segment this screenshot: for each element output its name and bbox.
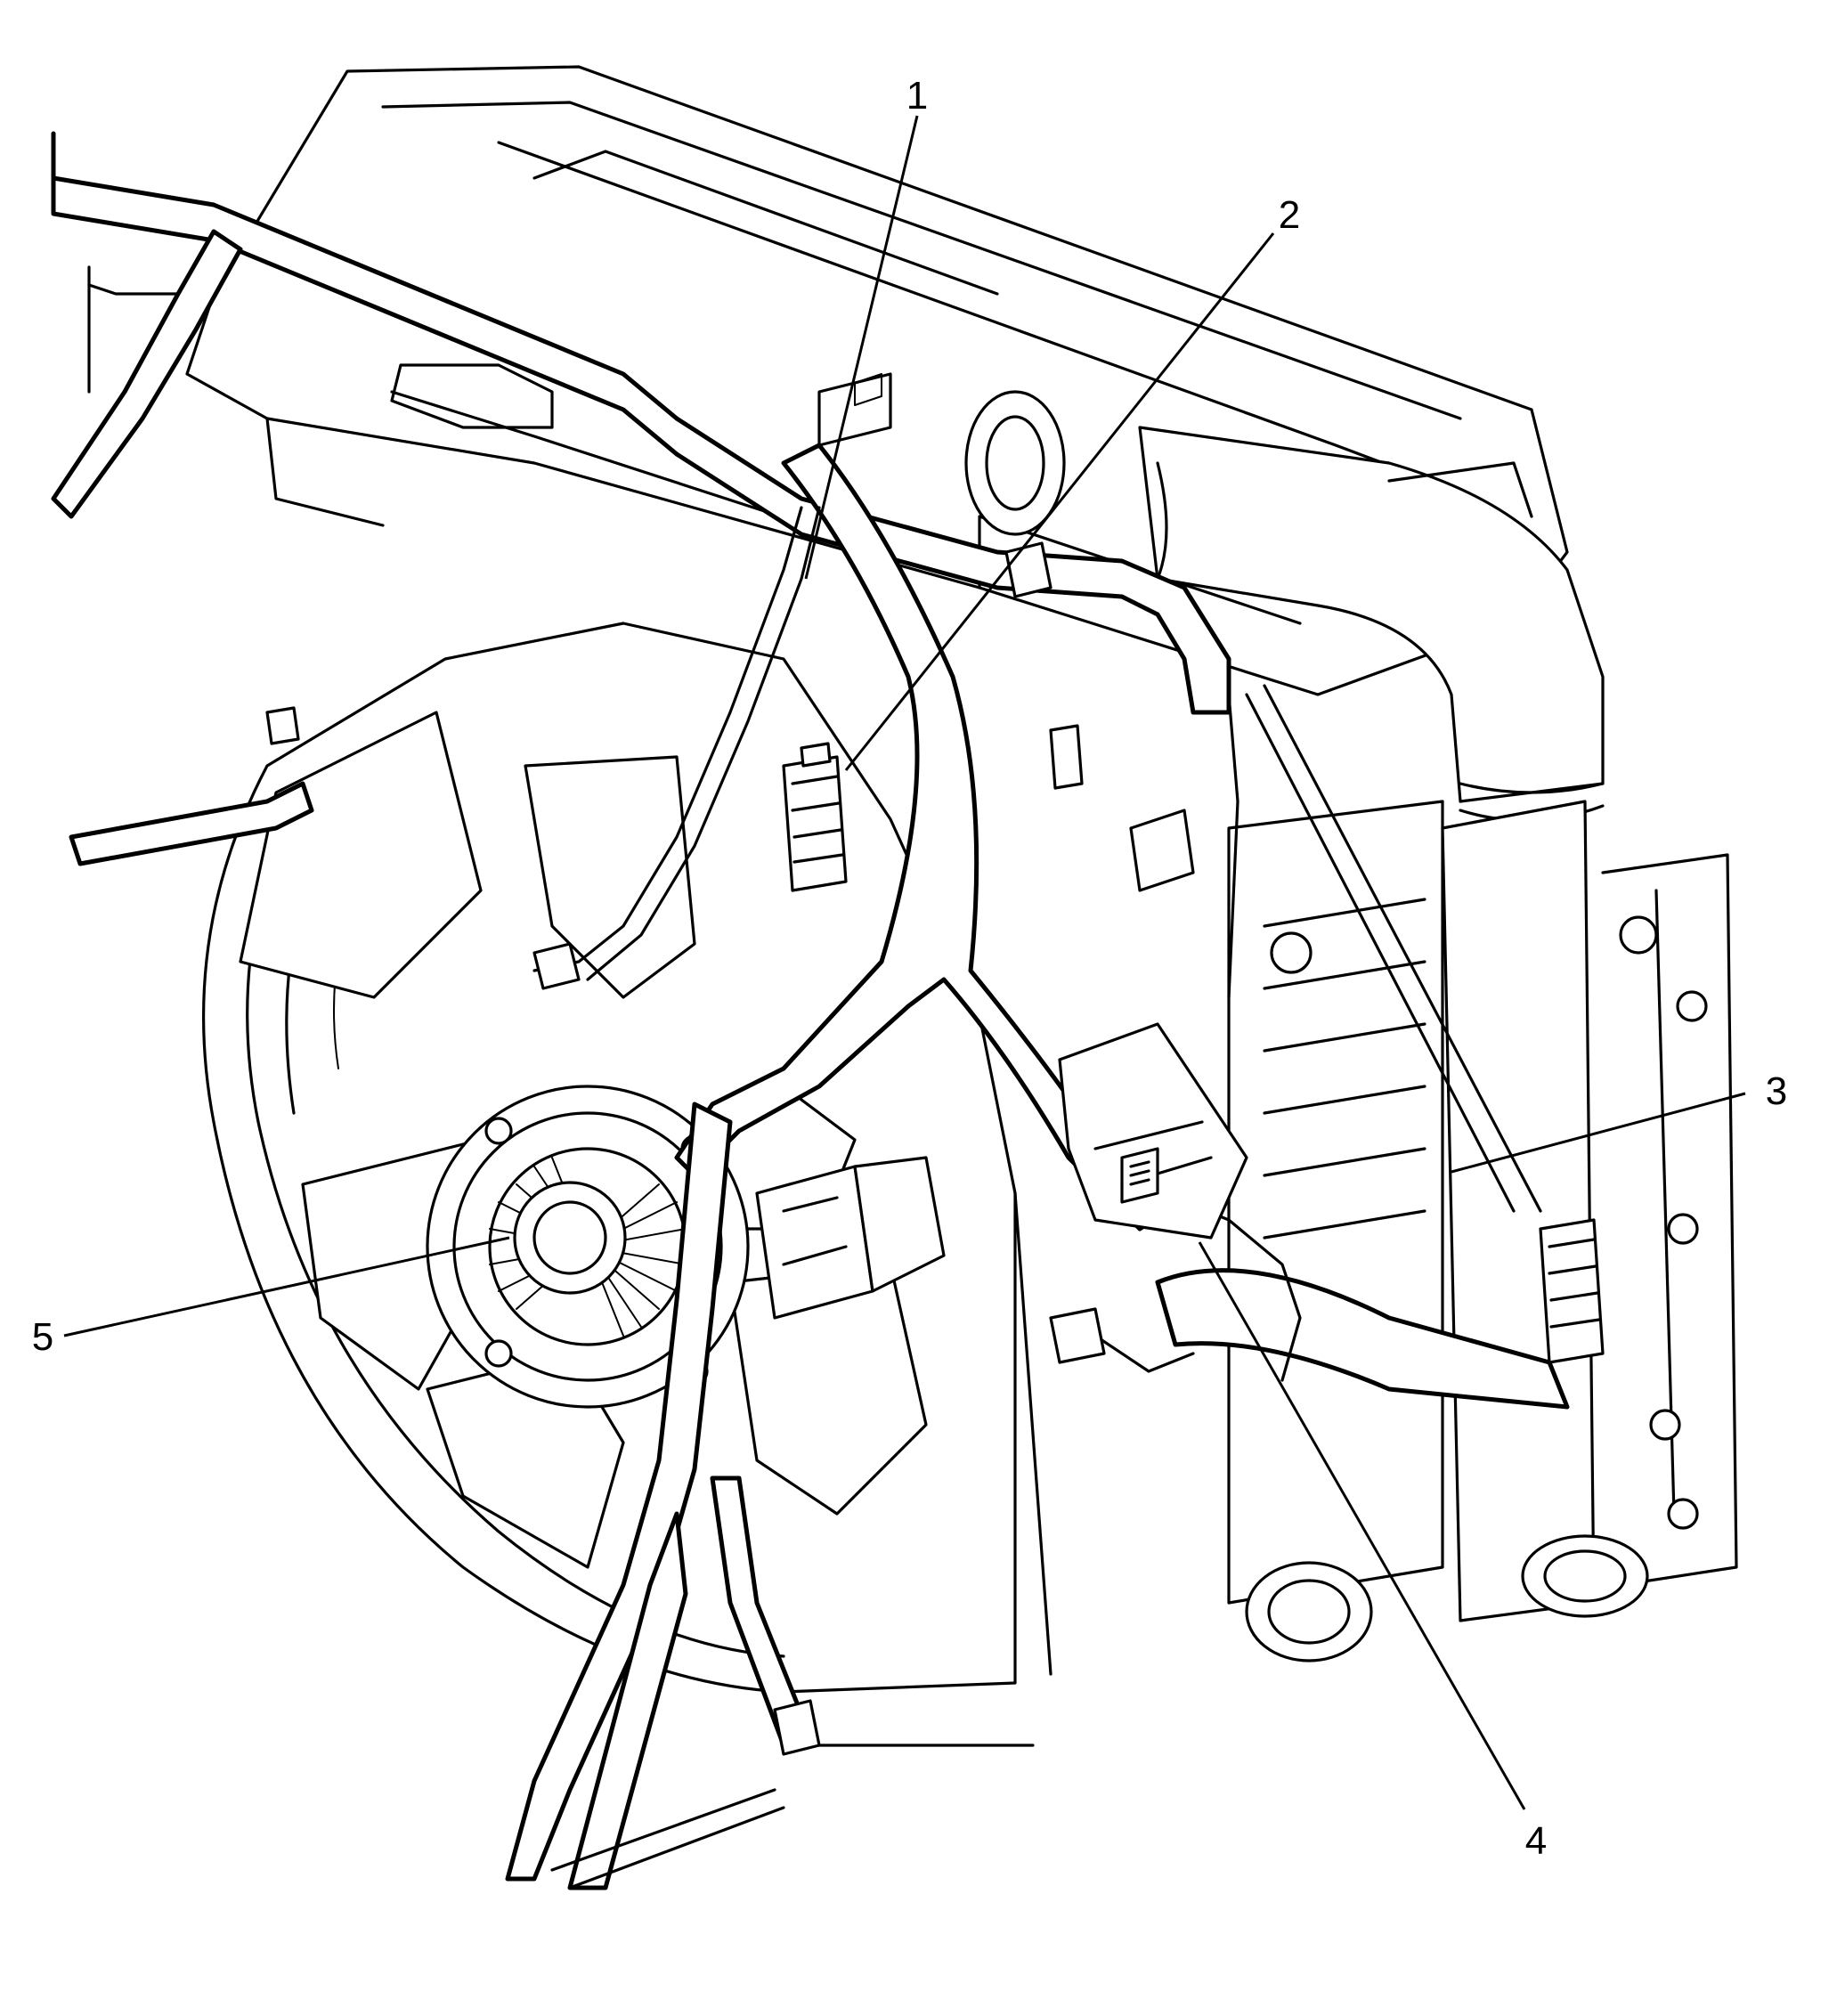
relay-module — [1058, 1022, 1248, 1240]
callout-1-label: 1 — [906, 74, 928, 118]
callout-2-label: 2 — [1279, 193, 1300, 237]
connector-3 — [1539, 1218, 1605, 1364]
callout-1-group: 1 — [804, 74, 928, 580]
callout-3-label: 3 — [1766, 1069, 1787, 1113]
connector-2 — [782, 742, 848, 892]
callout-3-group: 3 — [1451, 1069, 1787, 1174]
fan-clutch-hub — [426, 1085, 750, 1409]
callout-4-group: 4 — [1198, 1241, 1547, 1863]
callout-4-leader — [1198, 1241, 1526, 1810]
callout-2-group: 2 — [844, 193, 1300, 771]
callout-5-label: 5 — [32, 1315, 53, 1359]
callout-5-group: 5 — [32, 1236, 510, 1359]
air-intake-duct — [964, 390, 1605, 822]
wiring-harness — [51, 131, 1542, 1890]
callout-5-leader — [63, 1236, 510, 1337]
lower-radiator-hose — [1155, 1268, 1649, 1662]
callout-2-leader — [844, 232, 1275, 771]
callout-4-label: 4 — [1525, 1819, 1547, 1863]
callout-1-leader — [804, 115, 919, 580]
radiator-assembly — [1227, 800, 1738, 1622]
callout-3-leader — [1451, 1092, 1746, 1174]
fan-motor-connector — [755, 1156, 946, 1320]
